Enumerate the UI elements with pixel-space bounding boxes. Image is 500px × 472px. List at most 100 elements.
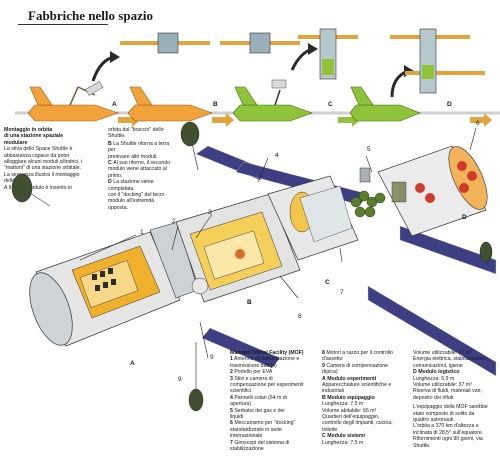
legend-text: standardizzato in sede bbox=[230, 426, 282, 433]
legend-text: quattro astronauti. bbox=[413, 417, 455, 424]
caption-key-d: D bbox=[108, 179, 112, 186]
legend-text: Energia elettrica, stabilizzazione, bbox=[413, 356, 489, 363]
callout-4: 4 bbox=[275, 152, 279, 159]
legend-num: 7 bbox=[230, 439, 233, 446]
legend-num: 1 bbox=[230, 356, 233, 363]
legend-text: liquidi bbox=[230, 414, 244, 421]
caption-line: "mattoni" di una stazione orbitale. bbox=[4, 165, 81, 172]
legend-num: A bbox=[322, 375, 326, 382]
legend-num: 9 bbox=[322, 362, 325, 369]
arrow-d-next bbox=[470, 113, 492, 127]
caption-item-c-line1: Al suo ritorno, il secondo bbox=[113, 160, 171, 167]
legend-num: D bbox=[413, 369, 417, 376]
legend-text: inclinata di 28,5° sull'equatore. bbox=[413, 429, 484, 436]
legend-text: Stivi e camera di bbox=[234, 375, 273, 382]
caption-item-b-line2: prelevare altri moduli. bbox=[108, 153, 158, 160]
gas-tanks bbox=[350, 190, 386, 218]
legend-text: L'equipaggio della MOF sarebbe bbox=[413, 404, 488, 411]
legend-col-1: Manned Orbital Facility (MOF) 1 Antenna … bbox=[230, 350, 318, 453]
legend-text: stato composto di solito da bbox=[413, 410, 475, 417]
caption-line: La sequenza illustra il montaggio bbox=[4, 171, 80, 178]
legend-text: controllo degli impianti, cucina, bbox=[322, 420, 393, 427]
caption-right: orbita dal "braccio" dello Shuttle. B La… bbox=[108, 127, 173, 211]
caption-key-b: B bbox=[108, 140, 112, 147]
legend-text: apertura) bbox=[230, 401, 252, 408]
module-label-b: B bbox=[247, 299, 252, 306]
legend-title: Manned Orbital Facility (MOF) bbox=[230, 350, 304, 356]
legend-text: Pannelli solari (64 m di bbox=[234, 394, 287, 401]
legend-text: (tipica) bbox=[322, 369, 338, 376]
legend-text: Riserva di fluidi, materiali vari, bbox=[413, 388, 482, 395]
callout-3: 3 bbox=[208, 209, 212, 216]
solar-panel-right bbox=[367, 225, 497, 377]
legend-col-3: Volume utilizzabile: 37 m³ Energia elett… bbox=[413, 350, 499, 449]
legend-text: Lunghezza: 7,5 m bbox=[322, 401, 364, 408]
legend-text: internazionale bbox=[230, 433, 263, 440]
antenna-dishes bbox=[11, 121, 493, 412]
legend-text: deposito dei rifiuti bbox=[413, 394, 454, 401]
legend-text: d'assetto bbox=[322, 356, 343, 363]
caption-heading-2: di una stazione spaziale bbox=[4, 133, 64, 140]
legend-text: industriali bbox=[322, 388, 344, 395]
station-stage-d bbox=[390, 28, 485, 94]
legend-num: 6 bbox=[230, 420, 233, 427]
legend-col-2: 8 Motori a razzo per il controllo d'asse… bbox=[322, 350, 410, 446]
module-label-a: A bbox=[130, 360, 135, 367]
legend-text: Volume abitabile: 66 m³ bbox=[322, 407, 377, 414]
legend-text: L'orbita a 370 km d'altezza e bbox=[413, 423, 479, 430]
solar-panel-lower bbox=[201, 327, 281, 369]
legend-num: B bbox=[322, 394, 326, 401]
module-c bbox=[267, 175, 359, 261]
station-cutaway bbox=[11, 121, 497, 412]
caption-line: La stiva dello Space Shuttle è bbox=[4, 146, 73, 153]
legend-text: toilette bbox=[322, 426, 338, 433]
module-d bbox=[377, 145, 488, 237]
caption-line: orbita dal "braccio" dello bbox=[108, 127, 164, 133]
step-label-a: A bbox=[112, 101, 117, 108]
legend-text: Motori a razzo per il controllo bbox=[326, 350, 393, 356]
legend-text: Lunghezza: 5,9 m bbox=[413, 375, 455, 382]
module-label-c: C bbox=[325, 279, 330, 286]
callout-2: 2 bbox=[172, 218, 176, 225]
legend-num: 5 bbox=[230, 407, 233, 414]
step-label-b: B bbox=[213, 101, 218, 108]
legend-text: Rifornimenti ogni 90 giorni, via bbox=[413, 436, 483, 443]
legend-text: stabilizzazione bbox=[230, 446, 264, 453]
caption-item-d-line3: modulo all'estremità opposta. bbox=[108, 198, 154, 211]
shuttle-step-b bbox=[127, 86, 213, 122]
caption-item-b-line1: La Shuttle ritorna a terra per bbox=[108, 140, 170, 154]
legend-text: Apparecchiature scientifiche e bbox=[322, 382, 392, 389]
legend-text: Antenna di comunicazione e bbox=[234, 356, 300, 363]
shuttle-step-a bbox=[27, 81, 119, 122]
assembly-sequence bbox=[15, 28, 500, 127]
title-rule bbox=[18, 24, 108, 25]
caption-line: alloggiare alcuni moduli cilindrici, i bbox=[4, 159, 83, 166]
legend-text: Modulo equipaggio bbox=[327, 394, 375, 401]
caption-key-c: C bbox=[108, 160, 112, 167]
station-stage-cd bbox=[298, 28, 358, 80]
callout-7: 7 bbox=[340, 289, 344, 296]
step-label-d: D bbox=[447, 101, 452, 108]
legend-text: Quartieri dell'equipaggio, bbox=[322, 414, 380, 421]
caption-heading-1: Montaggio in orbita bbox=[4, 127, 53, 133]
legend-num: C bbox=[322, 433, 326, 440]
legend-text: Modulo logistico bbox=[418, 369, 460, 376]
callout-1: 1 bbox=[140, 229, 144, 236]
legend-num: 8 bbox=[322, 350, 325, 356]
legend-text: comunicazioni, igiene bbox=[413, 362, 463, 369]
legend-text: Volume utilizzabile: 37 m³ bbox=[413, 382, 472, 389]
caption-heading-3: modulare bbox=[4, 139, 28, 146]
shuttle-step-c bbox=[232, 79, 313, 122]
station-stage-c bbox=[220, 32, 300, 54]
callout-9b: 9 bbox=[178, 376, 182, 383]
legend-text: Volume utilizzabile: 37 m³ bbox=[413, 350, 472, 356]
legend-text: Meccanismo per "docking" bbox=[234, 420, 296, 427]
callout-5: 5 bbox=[367, 146, 371, 153]
legend-text: scientifici bbox=[230, 388, 252, 395]
leader-lines bbox=[79, 127, 477, 359]
legend-text: compensazione per esperimenti bbox=[230, 382, 304, 389]
legend-num: 4 bbox=[230, 394, 233, 401]
page-title: Fabbriche nello spazio bbox=[28, 8, 153, 23]
caption-item-a: A Il primo modulo è inserito in bbox=[4, 184, 73, 191]
caption-item-d-line1: La stazione viene completata bbox=[108, 179, 154, 192]
